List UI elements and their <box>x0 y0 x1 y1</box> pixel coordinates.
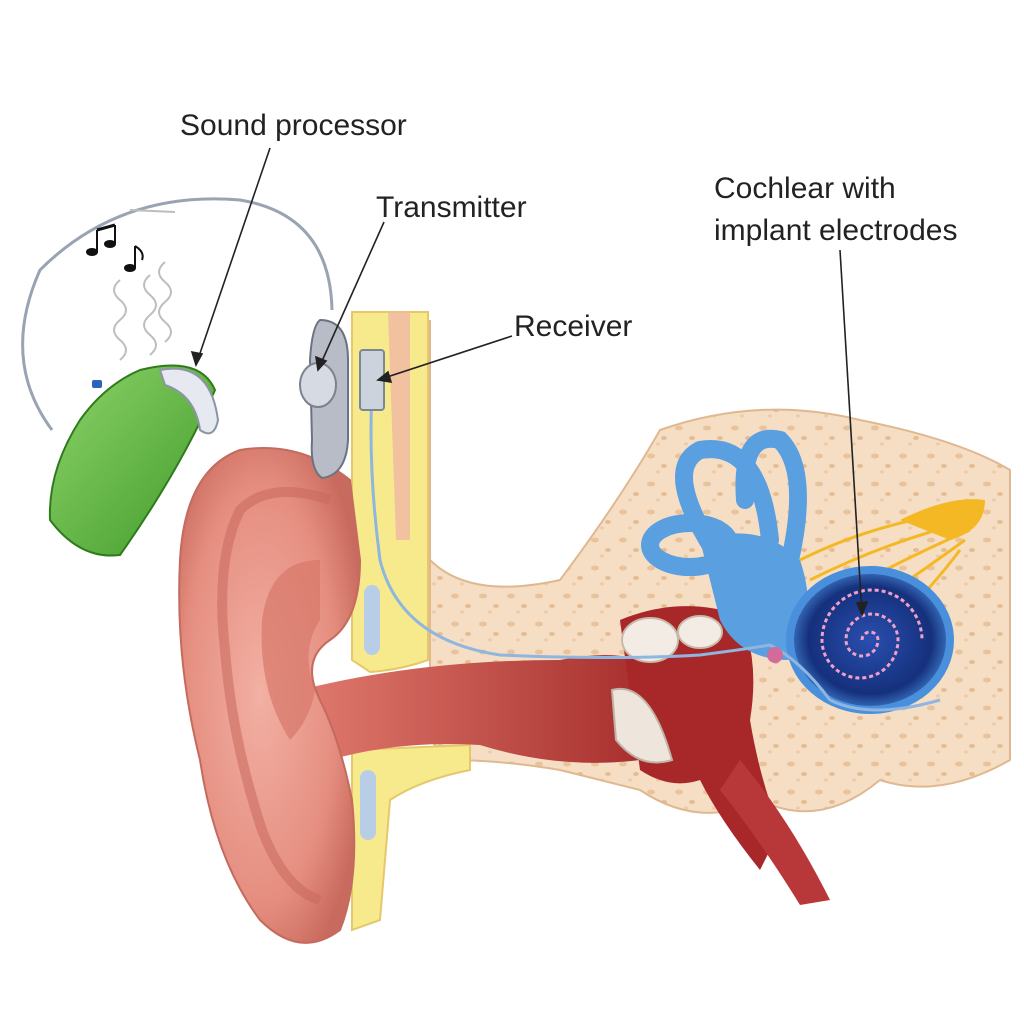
leader-lines <box>190 147 869 618</box>
cartilage-upper <box>364 585 380 655</box>
electrode-lead <box>369 389 941 712</box>
processor-button <box>92 380 102 388</box>
ossicle-incus <box>677 615 723 649</box>
round-window-electrode <box>767 647 783 663</box>
ear-concha <box>261 560 320 740</box>
headset-cable <box>21 197 334 431</box>
label-transmitter: Transmitter <box>376 191 527 224</box>
label-cochlear-line2: implant electrodes <box>714 214 957 247</box>
cartilage-lower <box>360 770 376 840</box>
ossicle-malleus <box>621 617 679 663</box>
eustachian-tube <box>720 760 830 905</box>
vestibule <box>700 533 808 660</box>
sound-processor-hook <box>158 367 220 435</box>
lower-fat-layer <box>351 743 471 932</box>
auditory-nerve-trunk <box>900 499 985 540</box>
sound-waves-icon <box>113 209 176 361</box>
ear-helix-fold <box>217 487 332 905</box>
skin-layer <box>388 312 410 540</box>
implant-electrode-spiral <box>820 588 924 680</box>
label-cochlear-line1: Cochlear with <box>714 172 896 205</box>
music-notes-icon <box>86 223 144 272</box>
eardrum <box>610 687 674 764</box>
label-receiver: Receiver <box>514 310 632 343</box>
label-sound-processor: Sound processor <box>180 109 407 142</box>
ear-canal <box>300 655 640 763</box>
sound-processor <box>48 364 217 557</box>
